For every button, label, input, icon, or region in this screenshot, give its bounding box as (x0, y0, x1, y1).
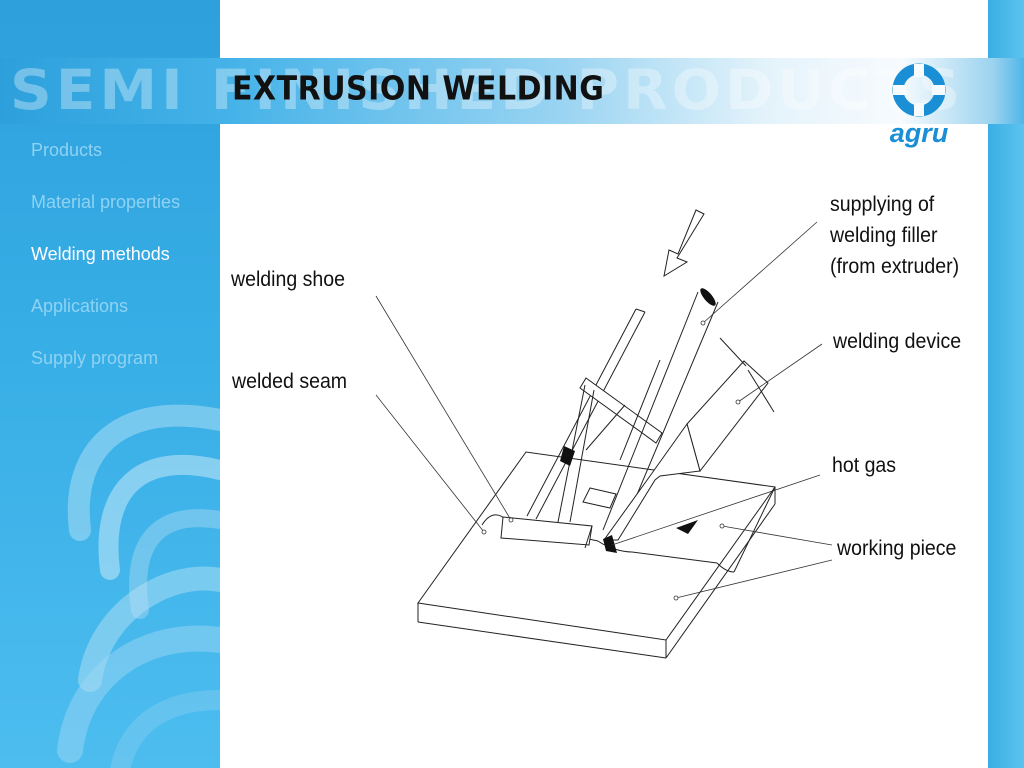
sidebar-item-welding-methods[interactable]: Welding methods (31, 244, 170, 264)
logo-wordmark: agru (890, 118, 949, 148)
hot-gas-arrow (676, 520, 698, 534)
label-supplying-filler-line-2: welding filler (830, 224, 938, 247)
label-welding-shoe: welding shoe (231, 268, 346, 291)
spiral-stair-decoration (57, 404, 220, 768)
welding-device-drawing (500, 288, 775, 553)
sidebar-item-products[interactable]: Products (31, 140, 103, 160)
label-working-piece: working piece (837, 537, 957, 560)
header-banner (0, 58, 1024, 124)
callout-dots (481, 320, 741, 601)
feed-direction-arrow (663, 209, 705, 278)
banner-watermark: SEMI FINISHED PRODUCTS (10, 57, 965, 123)
label-supplying-filler-line-1: supplying of (830, 193, 935, 216)
label-supplying-filler: supplying of welding filler (from extrud… (830, 189, 959, 282)
label-supplying-filler-line-3: (from extruder) (830, 255, 960, 278)
sidebar-item-supply-program[interactable]: Supply program (31, 348, 159, 368)
sidebar-item-applications[interactable]: Applications (31, 296, 129, 316)
sidebar-item-material-properties[interactable]: Material properties (31, 192, 181, 212)
working-piece-drawing (417, 451, 776, 659)
right-decor-strip (988, 0, 1024, 768)
sidebar-nav: Products Material properties Welding met… (31, 140, 180, 400)
page-title: EXTRUSION WELDING (232, 70, 605, 109)
sidebar: Products Material properties Welding met… (0, 0, 220, 768)
label-hot-gas: hot gas (832, 454, 897, 477)
agru-ring-logo-icon: agru (890, 63, 949, 148)
content-area (220, 0, 988, 768)
label-welded-seam: welded seam (232, 370, 348, 393)
callout-leaders (375, 221, 833, 599)
extrusion-welding-diagram (375, 209, 833, 659)
label-welding-device: welding device (833, 330, 962, 353)
